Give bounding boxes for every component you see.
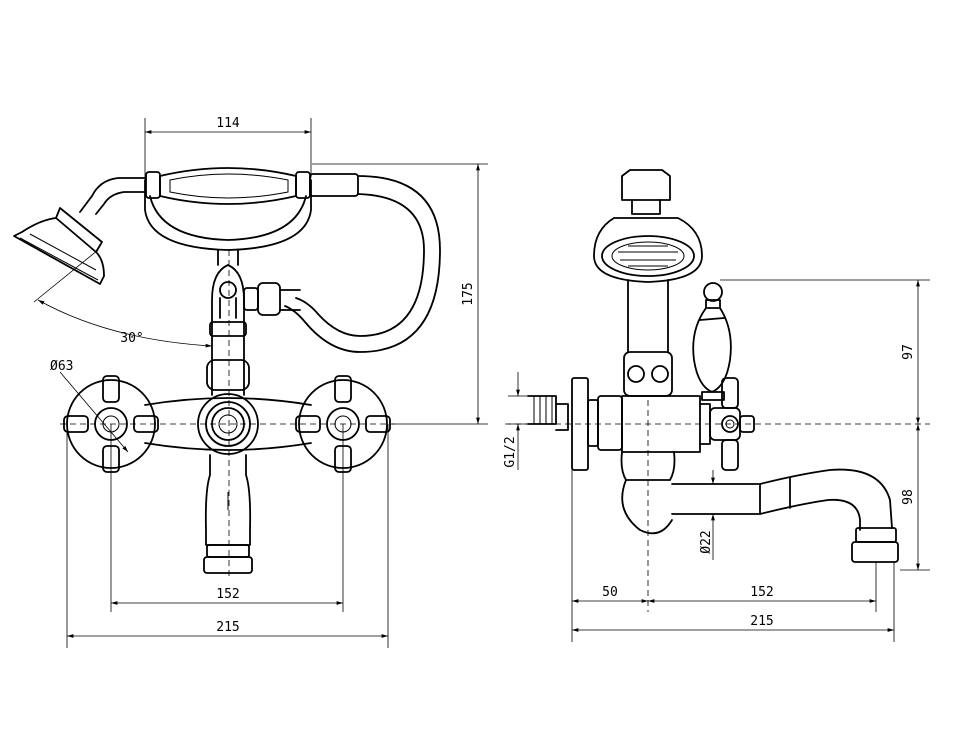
front-view: 114 175 30° Ø63 152 (13, 116, 488, 648)
hose-connector (243, 282, 301, 316)
side-riser (623, 279, 673, 397)
front-spout (203, 454, 253, 574)
side-view: 97 98 G1/2 Ø22 50 (503, 169, 930, 642)
dim-30-degrees-label: 30° (120, 331, 143, 346)
dim-98: 98 (900, 424, 930, 571)
dim-152-side: 152 (648, 562, 877, 612)
dim-diameter-63-label: Ø63 (50, 359, 73, 374)
handshower-cradle (144, 179, 312, 266)
side-mixer-body (620, 395, 711, 535)
dim-114: 114 (144, 116, 312, 178)
dim-215-side: 215 (571, 562, 895, 642)
dim-97: 97 (720, 279, 930, 424)
mixer-body (144, 393, 312, 455)
diverter-stem (206, 264, 250, 396)
dim-152-front-label: 152 (216, 587, 239, 602)
dim-175-label: 175 (461, 282, 476, 305)
side-cross-handle (709, 377, 755, 471)
dim-215-side-label: 215 (750, 614, 773, 629)
dim-152-front: 152 (110, 424, 344, 612)
side-spout (671, 468, 899, 563)
dim-97-label: 97 (901, 344, 916, 360)
shower-hose (284, 175, 441, 353)
dim-98-label: 98 (901, 489, 916, 505)
handshower-handle (79, 167, 359, 215)
dim-215-front-label: 215 (216, 620, 239, 635)
dim-thread-label: G1/2 (503, 436, 518, 467)
dim-152-side-label: 152 (750, 585, 773, 600)
dim-50-label: 50 (602, 585, 618, 600)
dim-30-degrees: 30° (33, 249, 213, 348)
dim-thread: G1/2 (503, 372, 530, 470)
dim-215-front: 215 (66, 424, 389, 648)
shower-head (13, 207, 105, 285)
dim-diameter-22: Ø22 (699, 470, 715, 560)
dim-175: 175 (312, 163, 488, 425)
side-shower-head (593, 169, 703, 283)
side-diverter-lever (692, 282, 732, 401)
dim-diameter-63: Ø63 (50, 359, 129, 453)
dim-diameter-22-label: Ø22 (699, 530, 714, 553)
dim-114-label: 114 (216, 116, 240, 131)
dim-50: 50 (571, 470, 648, 612)
